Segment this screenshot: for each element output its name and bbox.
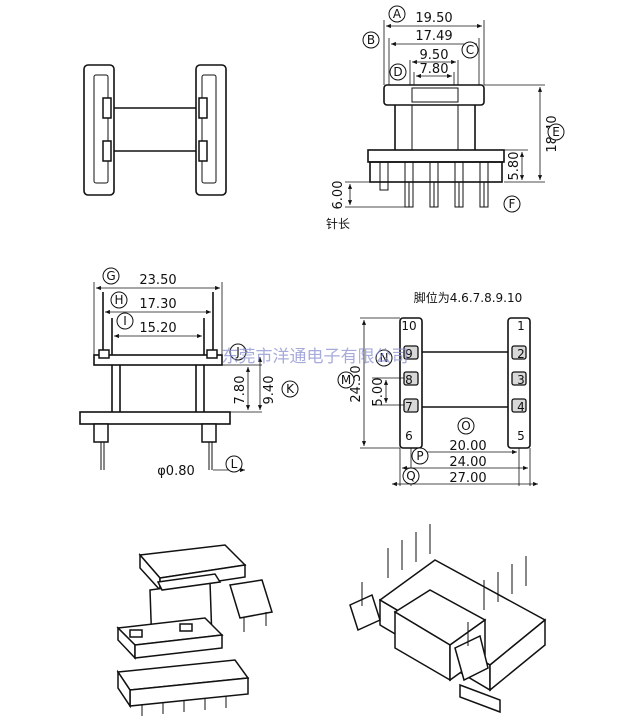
- pin-7-label: 7: [405, 400, 413, 414]
- pin-10-label: 10: [401, 319, 416, 333]
- callout-E: [547, 123, 565, 141]
- dim-G-value: 23.50: [139, 273, 176, 288]
- svg-text:M: M: [341, 373, 351, 387]
- svg-text:G: G: [106, 269, 115, 283]
- callout-G: [102, 267, 120, 285]
- callout-J: [229, 343, 247, 361]
- dim-F-value: 5.80: [507, 152, 522, 181]
- side-view-callouts: A B C D E F: [362, 5, 565, 213]
- pin-4-label: 4: [517, 400, 525, 414]
- callout-H: [110, 291, 128, 309]
- front-view-dim-labels: 23.50 17.30 15.20 7.80 9.40 φ0.80: [139, 273, 277, 479]
- callout-D: [389, 63, 407, 81]
- svg-text:Q: Q: [406, 469, 415, 483]
- bottom-view-dim-labels: 脚位为4.6.7.8.9.10 24.50 5.00 20.00 24.00 2…: [349, 290, 522, 486]
- dim-M-value: 24.50: [349, 365, 364, 402]
- side-view-drawing: [345, 20, 545, 208]
- bottom-view-pin-numbers: 10 9 8 7 6 1 2 3 4 5: [401, 319, 524, 443]
- svg-text:I: I: [123, 314, 127, 328]
- dim-H-value: 17.30: [139, 297, 176, 312]
- pin-2-label: 2: [517, 347, 525, 361]
- dim-B-value: 17.49: [415, 29, 452, 44]
- pin-6-label: 6: [405, 429, 413, 443]
- dim-Q-value: 27.00: [449, 471, 486, 486]
- callout-M: [337, 371, 355, 389]
- pin-length-label: 针长: [326, 216, 350, 231]
- callout-B: [362, 31, 380, 49]
- dim-C-value: 9.50: [420, 48, 449, 63]
- isometric-view-right: [349, 524, 547, 714]
- svg-text:A: A: [393, 7, 402, 21]
- dim-K2-value: 9.40: [262, 376, 277, 405]
- callout-O: [457, 417, 475, 435]
- pin-8-label: 8: [405, 373, 413, 387]
- dim-K1-value: 7.80: [233, 376, 248, 405]
- dim-D-value: 7.80: [420, 62, 449, 77]
- front-view-drawing: [79, 282, 263, 473]
- dim-N-value: 5.00: [371, 378, 386, 407]
- bottom-view-callouts: M N O P Q: [337, 349, 475, 485]
- dim-P-value: 24.00: [449, 455, 486, 470]
- pin-5-label: 5: [517, 429, 525, 443]
- iso-pins-back: [361, 524, 527, 646]
- callout-L: [225, 455, 243, 473]
- svg-text:B: B: [367, 33, 375, 47]
- svg-text:C: C: [466, 43, 474, 57]
- watermark: 东莞市洋通电子有限公司: [222, 347, 409, 367]
- svg-text:P: P: [416, 449, 423, 463]
- dim-O-value: 20.00: [449, 439, 486, 454]
- side-view-dim-labels: 19.50 17.49 9.50 7.80 18.40 5.80 6.00 针长: [326, 11, 560, 231]
- pin-3-label: 3: [517, 373, 525, 387]
- dim-pin-length-value: 6.00: [331, 181, 346, 210]
- pin-positions-note: 脚位为4.6.7.8.9.10: [414, 290, 523, 305]
- front-view-callouts: G H I J K L: [102, 267, 299, 473]
- dim-A-value: 19.50: [415, 11, 452, 26]
- callout-N: [375, 349, 393, 367]
- side-view-pins: [379, 161, 489, 208]
- dim-L-value: φ0.80: [157, 464, 195, 479]
- svg-text:F: F: [509, 197, 516, 211]
- callout-K: [281, 380, 299, 398]
- svg-text:L: L: [231, 457, 238, 471]
- isometric-view-left: [116, 544, 273, 716]
- callout-Q: [402, 467, 420, 485]
- callout-C: [461, 41, 479, 59]
- svg-text:J: J: [235, 345, 240, 359]
- callout-I: [116, 312, 134, 330]
- callout-A: [388, 5, 406, 23]
- svg-text:D: D: [393, 65, 402, 79]
- pin-1-label: 1: [517, 319, 525, 333]
- bottom-view-drawing: [360, 317, 538, 487]
- top-view-drawing: [83, 64, 227, 196]
- svg-text:N: N: [380, 351, 389, 365]
- callout-F: [503, 195, 521, 213]
- svg-text:E: E: [552, 125, 560, 139]
- pin-9-label: 9: [405, 347, 413, 361]
- callout-P: [411, 447, 429, 465]
- dim-I-value: 15.20: [139, 321, 176, 336]
- svg-text:O: O: [461, 419, 470, 433]
- svg-text:H: H: [114, 293, 123, 307]
- svg-text:K: K: [286, 382, 295, 396]
